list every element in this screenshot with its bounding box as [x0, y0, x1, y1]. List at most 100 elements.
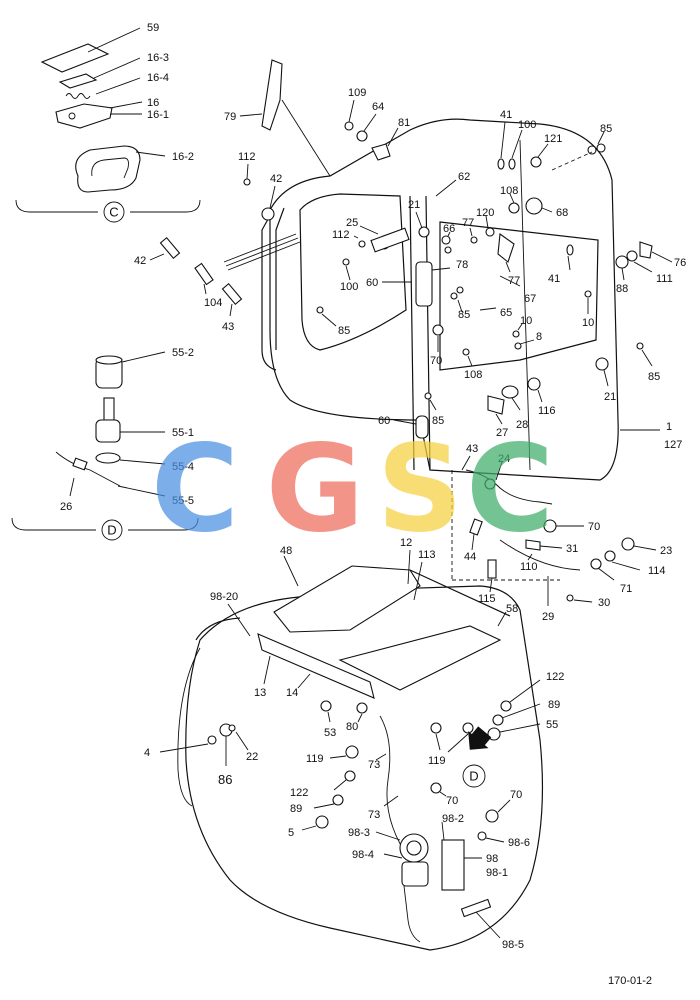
label-59: 59	[147, 22, 159, 34]
bolt-104	[194, 262, 214, 286]
label-16-2: 16-2	[172, 151, 194, 163]
label-109: 109	[348, 87, 366, 99]
label-78: 78	[456, 259, 468, 271]
latch-16	[55, 103, 113, 129]
label-73-a: 73	[368, 759, 380, 771]
label-66: 66	[443, 223, 455, 235]
label-10-b: 10	[582, 317, 594, 329]
detail-marker-c-label: C	[109, 205, 118, 220]
bolt-5	[315, 815, 329, 829]
fitting-42	[261, 207, 275, 221]
label-24: 24	[498, 453, 510, 465]
label-108-mid: 108	[464, 369, 482, 381]
watermark-letter-4: C	[466, 421, 554, 560]
stud-55-1	[103, 397, 115, 421]
bolt-23	[621, 537, 635, 551]
label-13: 13	[254, 687, 266, 699]
label-122-left: 122	[290, 787, 308, 799]
loose-pins: 42 104 43	[134, 236, 243, 333]
label-98-20: 98-20	[210, 591, 238, 603]
label-27: 27	[496, 427, 508, 439]
plate-59	[40, 43, 110, 73]
label-119-left: 119	[306, 753, 324, 765]
watermark-letter-3: S	[377, 421, 463, 560]
label-98-1: 98-1	[486, 867, 508, 879]
roof-panel-48	[273, 565, 421, 633]
washer-55-4	[95, 452, 121, 464]
bolt-80	[356, 702, 368, 714]
label-119-center: 119	[428, 755, 446, 767]
label-76: 76	[674, 257, 686, 269]
label-68: 68	[556, 207, 568, 219]
label-67: 67	[524, 293, 536, 305]
part-16-3	[58, 73, 98, 89]
cab-door-window	[299, 193, 407, 351]
cab-rear-window	[439, 221, 599, 371]
label-77-b: 77	[508, 275, 520, 287]
label-88: 88	[616, 283, 628, 295]
detail-ref-d-label: D	[469, 769, 478, 784]
label-55-2: 55-2	[172, 347, 194, 359]
label-42-loose: 42	[134, 255, 146, 267]
label-122-right: 122	[546, 671, 564, 683]
label-22: 22	[246, 751, 258, 763]
bracket-81	[371, 143, 391, 161]
wiper-79	[261, 59, 283, 131]
cable-24	[465, 469, 553, 505]
plug-41-top	[497, 158, 505, 170]
label-70-right: 70	[510, 789, 522, 801]
visor-13	[257, 633, 375, 699]
label-70-lower: 70	[446, 795, 458, 807]
label-53: 53	[324, 727, 336, 739]
label-80: 80	[346, 721, 358, 733]
label-55-1: 55-1	[172, 427, 194, 439]
detail-ref-d	[462, 764, 486, 788]
label-70-side: 70	[588, 521, 600, 533]
rod-29	[499, 539, 581, 571]
lower-frame-outline	[185, 585, 544, 951]
washer-89-right	[492, 714, 504, 726]
label-85-top: 85	[600, 123, 612, 135]
label-28: 28	[516, 419, 528, 431]
label-104: 104	[204, 297, 222, 309]
label-85-left: 85	[338, 325, 350, 337]
label-120: 120	[476, 207, 494, 219]
label-4: 4	[144, 747, 150, 759]
label-21-right: 21	[604, 391, 616, 403]
bolt-108-top	[508, 202, 520, 214]
lock-77	[497, 233, 515, 263]
figure-number: 170-01-2	[608, 975, 652, 987]
label-42-upper: 42	[270, 173, 282, 185]
label-55-5: 55-5	[172, 495, 194, 507]
label-79: 79	[224, 111, 236, 123]
striker-27	[487, 395, 505, 415]
cable-73	[379, 715, 411, 861]
label-5: 5	[288, 827, 294, 839]
label-70-upper: 70	[430, 355, 442, 367]
label-64: 64	[372, 101, 384, 113]
hatched-pin	[223, 233, 297, 263]
bolt-53	[320, 700, 332, 712]
label-98-2: 98-2	[442, 813, 464, 825]
screw-77	[470, 236, 478, 244]
washer-114	[604, 550, 616, 562]
label-30: 30	[598, 597, 610, 609]
label-1: 1	[666, 421, 672, 433]
label-21-top: 21	[408, 199, 420, 211]
label-43-upper: 43	[466, 443, 478, 455]
shaft-98-5	[460, 898, 492, 918]
hinge-78	[415, 261, 433, 307]
pin-43	[221, 282, 243, 306]
label-43-loose: 43	[222, 321, 234, 333]
label-8: 8	[536, 331, 542, 343]
label-16-4: 16-4	[147, 72, 169, 84]
watermark-letter-2: G	[266, 421, 365, 560]
label-98-3: 98-3	[348, 827, 370, 839]
label-31: 31	[566, 543, 578, 555]
clip-120	[485, 227, 495, 237]
label-115: 115	[478, 593, 496, 605]
grommet-121	[530, 156, 542, 168]
bolt-66	[441, 235, 451, 245]
label-44: 44	[464, 551, 476, 563]
